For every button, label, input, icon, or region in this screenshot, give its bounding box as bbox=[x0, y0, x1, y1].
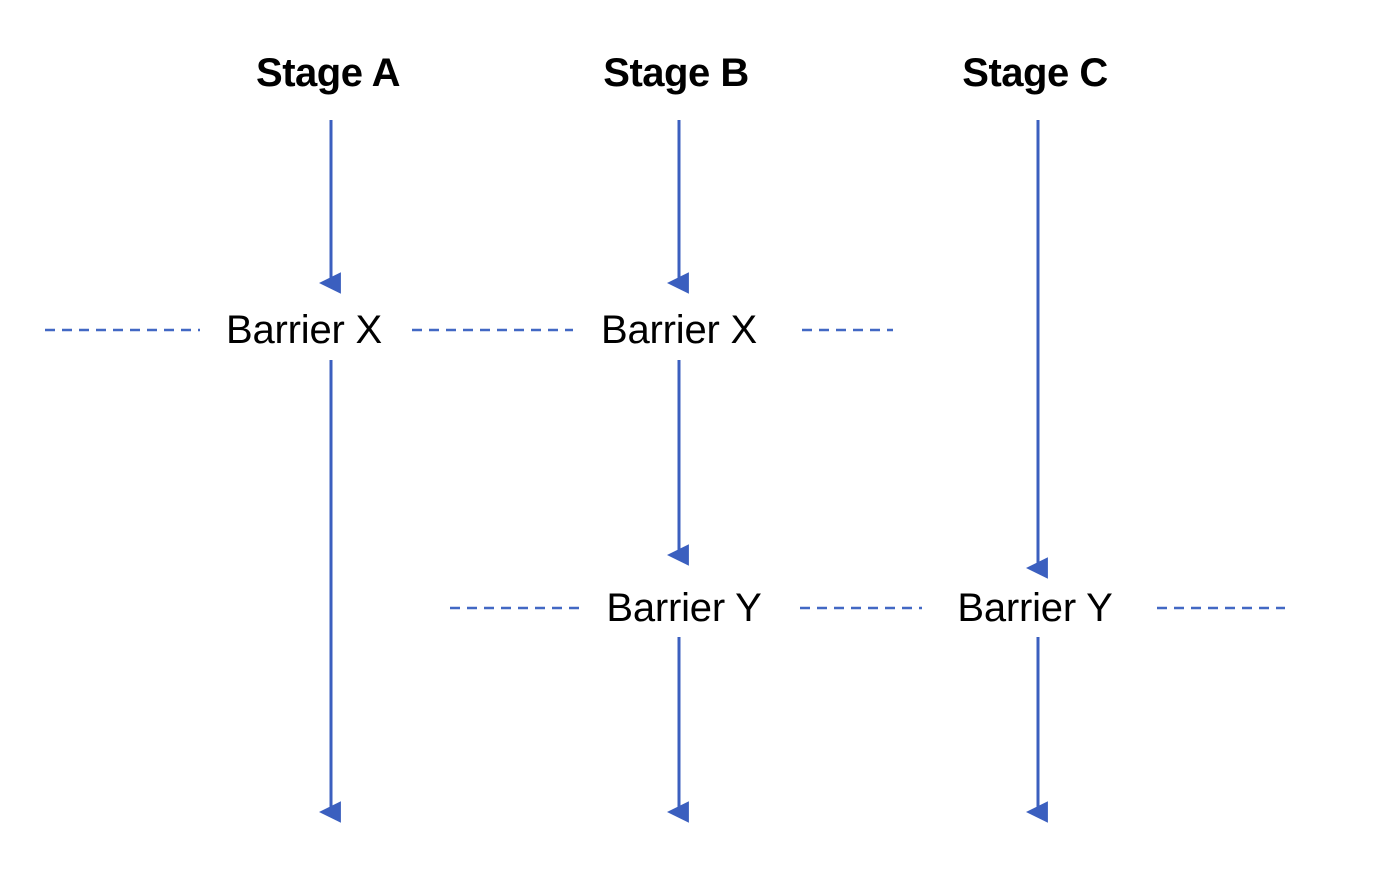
stage-title-b: Stage B bbox=[603, 51, 749, 95]
stage-title-a: Stage A bbox=[256, 51, 400, 95]
arrow-group bbox=[318, 120, 1048, 823]
barrier-node-y-c: Barrier Y bbox=[957, 586, 1113, 630]
dashed-line-group bbox=[45, 328, 1285, 610]
barrier-node-y-b: Barrier Y bbox=[606, 586, 762, 630]
stage-title-c: Stage C bbox=[962, 51, 1108, 95]
barrier-node-x-b: Barrier X bbox=[600, 308, 758, 352]
barrier-node-x-a: Barrier X bbox=[225, 308, 383, 352]
